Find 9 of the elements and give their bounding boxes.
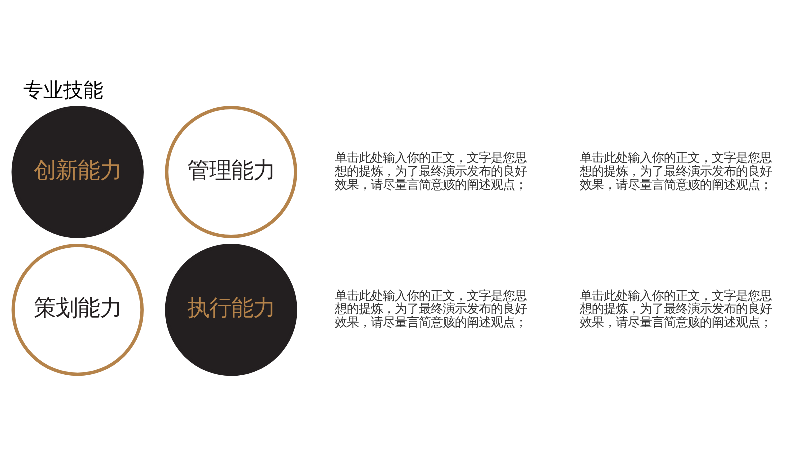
node-circle: 管理能力 — [165, 106, 298, 238]
label: 单击此处输入你的正文，文字是您思想的提炼，为了最终演示发布的良好效果，请尽量言简意赅的阐述观点； — [334, 288, 527, 330]
label: 单击此处输入你的正文，文字是您思想的提炼，为了最终演示发布的良好效果，请尽量言简意赅的阐述观点； — [580, 150, 772, 192]
label: 单击此处输入你的正文，文字是您思想的提炼，为了最终演示发布的良好效果，请尽量言简意赅的阐述观点； — [580, 288, 772, 330]
node-circle: 执行能力 — [165, 243, 298, 376]
label: 单击此处输入你的正文，文字是您思想的提炼，为了最终演示发布的良好效果，请尽量言简意赅的阐述观点； — [334, 150, 527, 192]
diagram-title: 专业技能 — [23, 78, 104, 102]
node-circle: 创新能力 — [12, 106, 144, 238]
node-circle: 策划能力 — [12, 243, 144, 376]
